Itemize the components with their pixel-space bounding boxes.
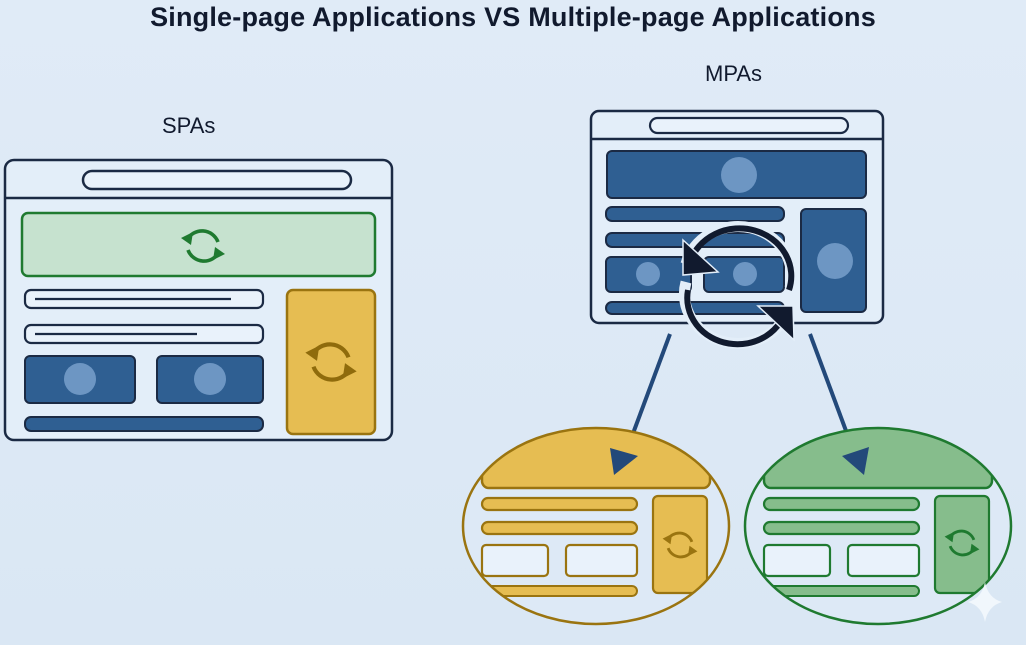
green-header-block (762, 428, 994, 490)
green-text-line-2 (762, 520, 921, 536)
spa-label: SPAs (162, 113, 216, 138)
green-text-line-1 (762, 496, 921, 512)
yellow-sidebar-block (651, 494, 709, 595)
yellow-media-block-1 (480, 543, 550, 578)
image-placeholder-icon (194, 363, 226, 395)
green-sidebar-block (933, 494, 991, 595)
image-placeholder-icon (817, 243, 853, 279)
green-page-view (743, 426, 1013, 626)
mpa-label: MPAs (705, 61, 763, 86)
image-placeholder-icon (636, 262, 660, 286)
green-media-block-1 (762, 543, 832, 578)
yellow-media-block-2 (564, 543, 639, 578)
image-placeholder-icon (64, 363, 96, 395)
yellow-page-view (461, 426, 731, 626)
mpa-browser-window (589, 109, 885, 349)
yellow-text-line-2 (480, 520, 639, 536)
spa-header-section (20, 211, 377, 278)
mpa-address-bar (648, 116, 850, 135)
green-media-block-2 (846, 543, 921, 578)
sparkle-icon (968, 582, 1002, 622)
spa-sidebar-section (285, 288, 377, 436)
yellow-text-line-1 (480, 496, 639, 512)
image-placeholder-icon (721, 157, 757, 193)
spa-browser-window (3, 158, 394, 442)
spa-footer-bar (24, 416, 264, 432)
mpa-text-line-1 (605, 206, 785, 222)
arrow-head (842, 447, 869, 475)
yellow-page-outline (461, 426, 731, 626)
image-placeholder-icon (733, 262, 757, 286)
green-page-outline (743, 426, 1013, 626)
spa-address-bar (81, 169, 353, 191)
yellow-header-block (480, 428, 712, 490)
diagram-title: Single-page Applications VS Multiple-pag… (150, 2, 876, 32)
mpa-footer-bar (605, 301, 785, 315)
arrow-head (610, 448, 638, 475)
refresh-icon (678, 221, 798, 349)
